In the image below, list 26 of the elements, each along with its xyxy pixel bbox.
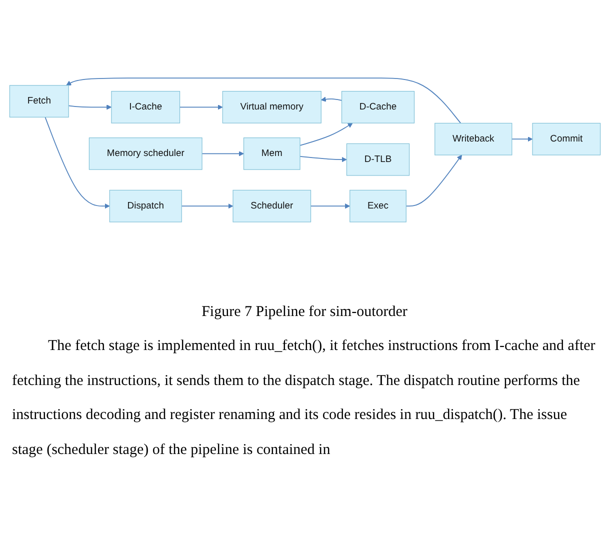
arrow [320, 96, 342, 102]
body-paragraph: The fetch stage is implemented in ruu_fetch(), it fetches instructions from I-cache and after fetching the instructions, it sends them to the dispatch stage. The dispatch routine performs the instructions decoding and register renaming and its code resides in ruu_dispatch(). The issue stage (scheduler stage) of the pipeline is contained in [11, 337, 596, 460]
arrow [510, 136, 532, 142]
arrow [68, 104, 112, 110]
node-box: Virtual memory [222, 90, 321, 124]
arrow [44, 116, 110, 209]
node-box: D-TLB [346, 143, 410, 176]
node-box: I-Cache [110, 90, 180, 124]
arrow [299, 122, 352, 146]
node-box: Mem [242, 137, 300, 170]
arrow [405, 154, 462, 207]
node-box: Commit [532, 122, 600, 156]
node-box: Memory scheduler [88, 137, 202, 170]
node-box: Writeback [434, 122, 512, 156]
arrow [180, 204, 233, 209]
arrow [178, 104, 222, 110]
figure-caption: Figure 7 Pipeline for sim-outorder [200, 304, 408, 321]
arrow [299, 156, 346, 162]
arrow [310, 204, 350, 209]
arrow [201, 151, 244, 156]
node-box: Scheduler [232, 190, 311, 222]
arrow [66, 78, 461, 124]
node-box: Exec [349, 190, 406, 222]
node-box: Dispatch [108, 190, 182, 222]
node-box: D-Cache [340, 90, 414, 124]
node-box: Fetch [8, 85, 68, 118]
